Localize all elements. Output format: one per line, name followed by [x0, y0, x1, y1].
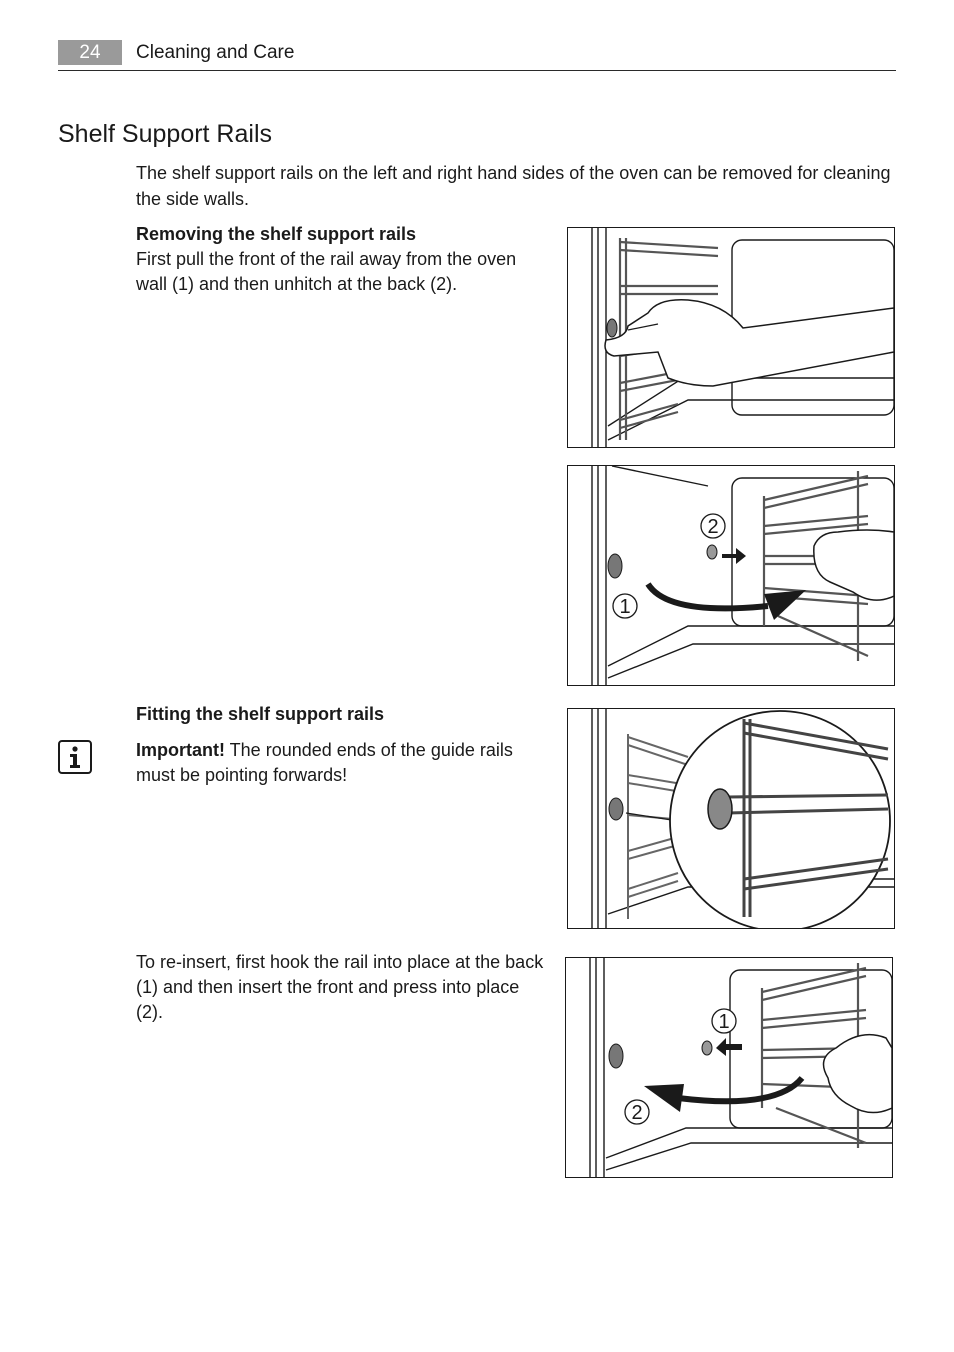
fitting-heading: Fitting the shelf support rails — [136, 704, 385, 724]
figure-rounded-ends — [567, 708, 895, 929]
section-name: Cleaning and Care — [136, 42, 295, 63]
info-icon — [58, 740, 92, 774]
removing-heading: Removing the shelf support rails — [136, 224, 417, 244]
figure-pull-rail — [567, 227, 895, 448]
figure-unhitch-rail: 2 1 — [567, 465, 895, 686]
page-number: 24 — [58, 40, 122, 65]
callout-front-2: 2 — [631, 1102, 642, 1124]
callout-back-2: 2 — [707, 516, 718, 538]
important-label: Important! — [136, 740, 225, 760]
callout-back-1: 1 — [718, 1011, 729, 1033]
removing-text: First pull the front of the rail away fr… — [136, 249, 517, 294]
important-text: The rounded ends of the guide rails must… — [136, 740, 513, 785]
page-header: 24 Cleaning and Care — [58, 40, 896, 71]
figure-reinsert-rail: 1 2 — [565, 957, 893, 1178]
intro-paragraph: The shelf support rails on the left and … — [136, 163, 891, 209]
reinsert-text: To re-insert, first hook the rail into p… — [136, 952, 544, 1022]
important-note: Important! The rounded ends of the guide… — [136, 738, 551, 788]
page-title: Shelf Support Rails — [58, 120, 273, 148]
callout-front-1: 1 — [619, 596, 630, 618]
